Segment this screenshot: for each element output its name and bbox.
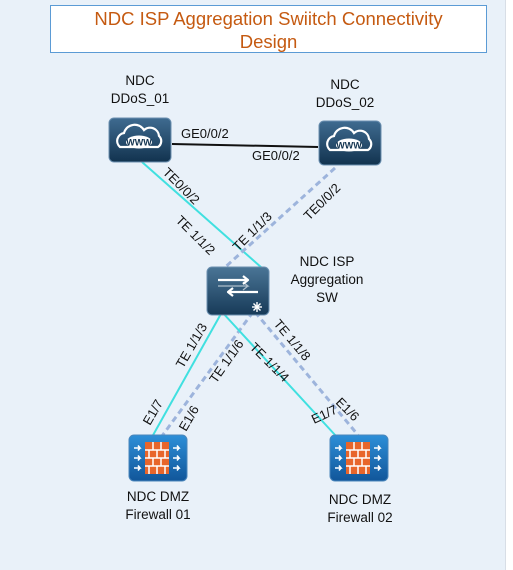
fw1-label-line2: Firewall 01 (125, 507, 191, 522)
layer3-switch-icon (206, 266, 270, 316)
link-agg-fw1-solid (151, 311, 223, 438)
agg-label-line2: Aggregation (290, 272, 364, 287)
ddos1-label-line1: NDC (125, 73, 155, 88)
port-label-agg-te113-down: TE 1/1/3 (173, 320, 211, 370)
port-label-fw2-e16: E1/6 (333, 395, 363, 425)
port-label-ddos1-te: TE0/0/2 (160, 165, 203, 208)
fw2-label-line2: Firewall 02 (327, 510, 393, 525)
svg-text:WWW: WWW (126, 138, 152, 148)
agg-switch-label: NDC ISP Aggregation SW (277, 253, 377, 307)
link-agg-fw2-solid (221, 311, 337, 437)
title-line-1: NDC ISP Aggregation Swiitch Connectivity (94, 8, 443, 29)
fw1-label: NDC DMZ Firewall 01 (108, 488, 208, 524)
port-label-agg-te116: TE 1/1/6 (206, 337, 246, 386)
page-edge (505, 0, 513, 570)
ddos2-label-line2: DDoS_02 (315, 95, 375, 110)
firewall-icon (329, 434, 389, 482)
cloud-www-icon: WWW (108, 117, 172, 163)
port-label-ddos2-te: TE0/0/2 (301, 180, 344, 223)
ddos2-label-line1: NDC (330, 77, 360, 92)
firewall-icon (128, 434, 188, 482)
cloud-www-icon: WWW (318, 120, 382, 166)
link-agg-fw1-dashed (160, 311, 255, 437)
link-ddos1-ddos2 (171, 143, 319, 148)
ddos2-label: NDC DDoS_02 (305, 76, 385, 112)
svg-text:WWW: WWW (336, 141, 362, 151)
agg-label-line1: NDC ISP (299, 254, 355, 269)
port-label-fw1-e16: E1/6 (176, 403, 202, 434)
diagram-title: NDC ISP Aggregation Swiitch Connectivity… (50, 5, 487, 53)
fw1-label-line1: NDC DMZ (126, 489, 190, 504)
agg-label-line3: SW (316, 290, 338, 305)
port-label-agg-te113-up: TE 1/1/3 (230, 209, 275, 254)
fw2-label-line1: NDC DMZ (328, 492, 392, 507)
link-agg-fw2-dashed (253, 311, 360, 436)
port-label-ddos2-ge: GE0/0/2 (252, 148, 300, 163)
link-ddos2-agg (220, 166, 337, 272)
fw2-label: NDC DMZ Firewall 02 (310, 491, 410, 527)
ddos1-label: NDC DDoS_01 (100, 72, 180, 108)
ddos1-label-line2: DDoS_01 (110, 91, 170, 106)
port-label-ddos1-ge: GE0/0/2 (181, 126, 229, 141)
title-line-2: Design (239, 31, 298, 52)
port-label-agg-te112: TE 1/1/2 (173, 213, 218, 258)
port-label-fw1-e17: E1/7 (140, 397, 166, 428)
